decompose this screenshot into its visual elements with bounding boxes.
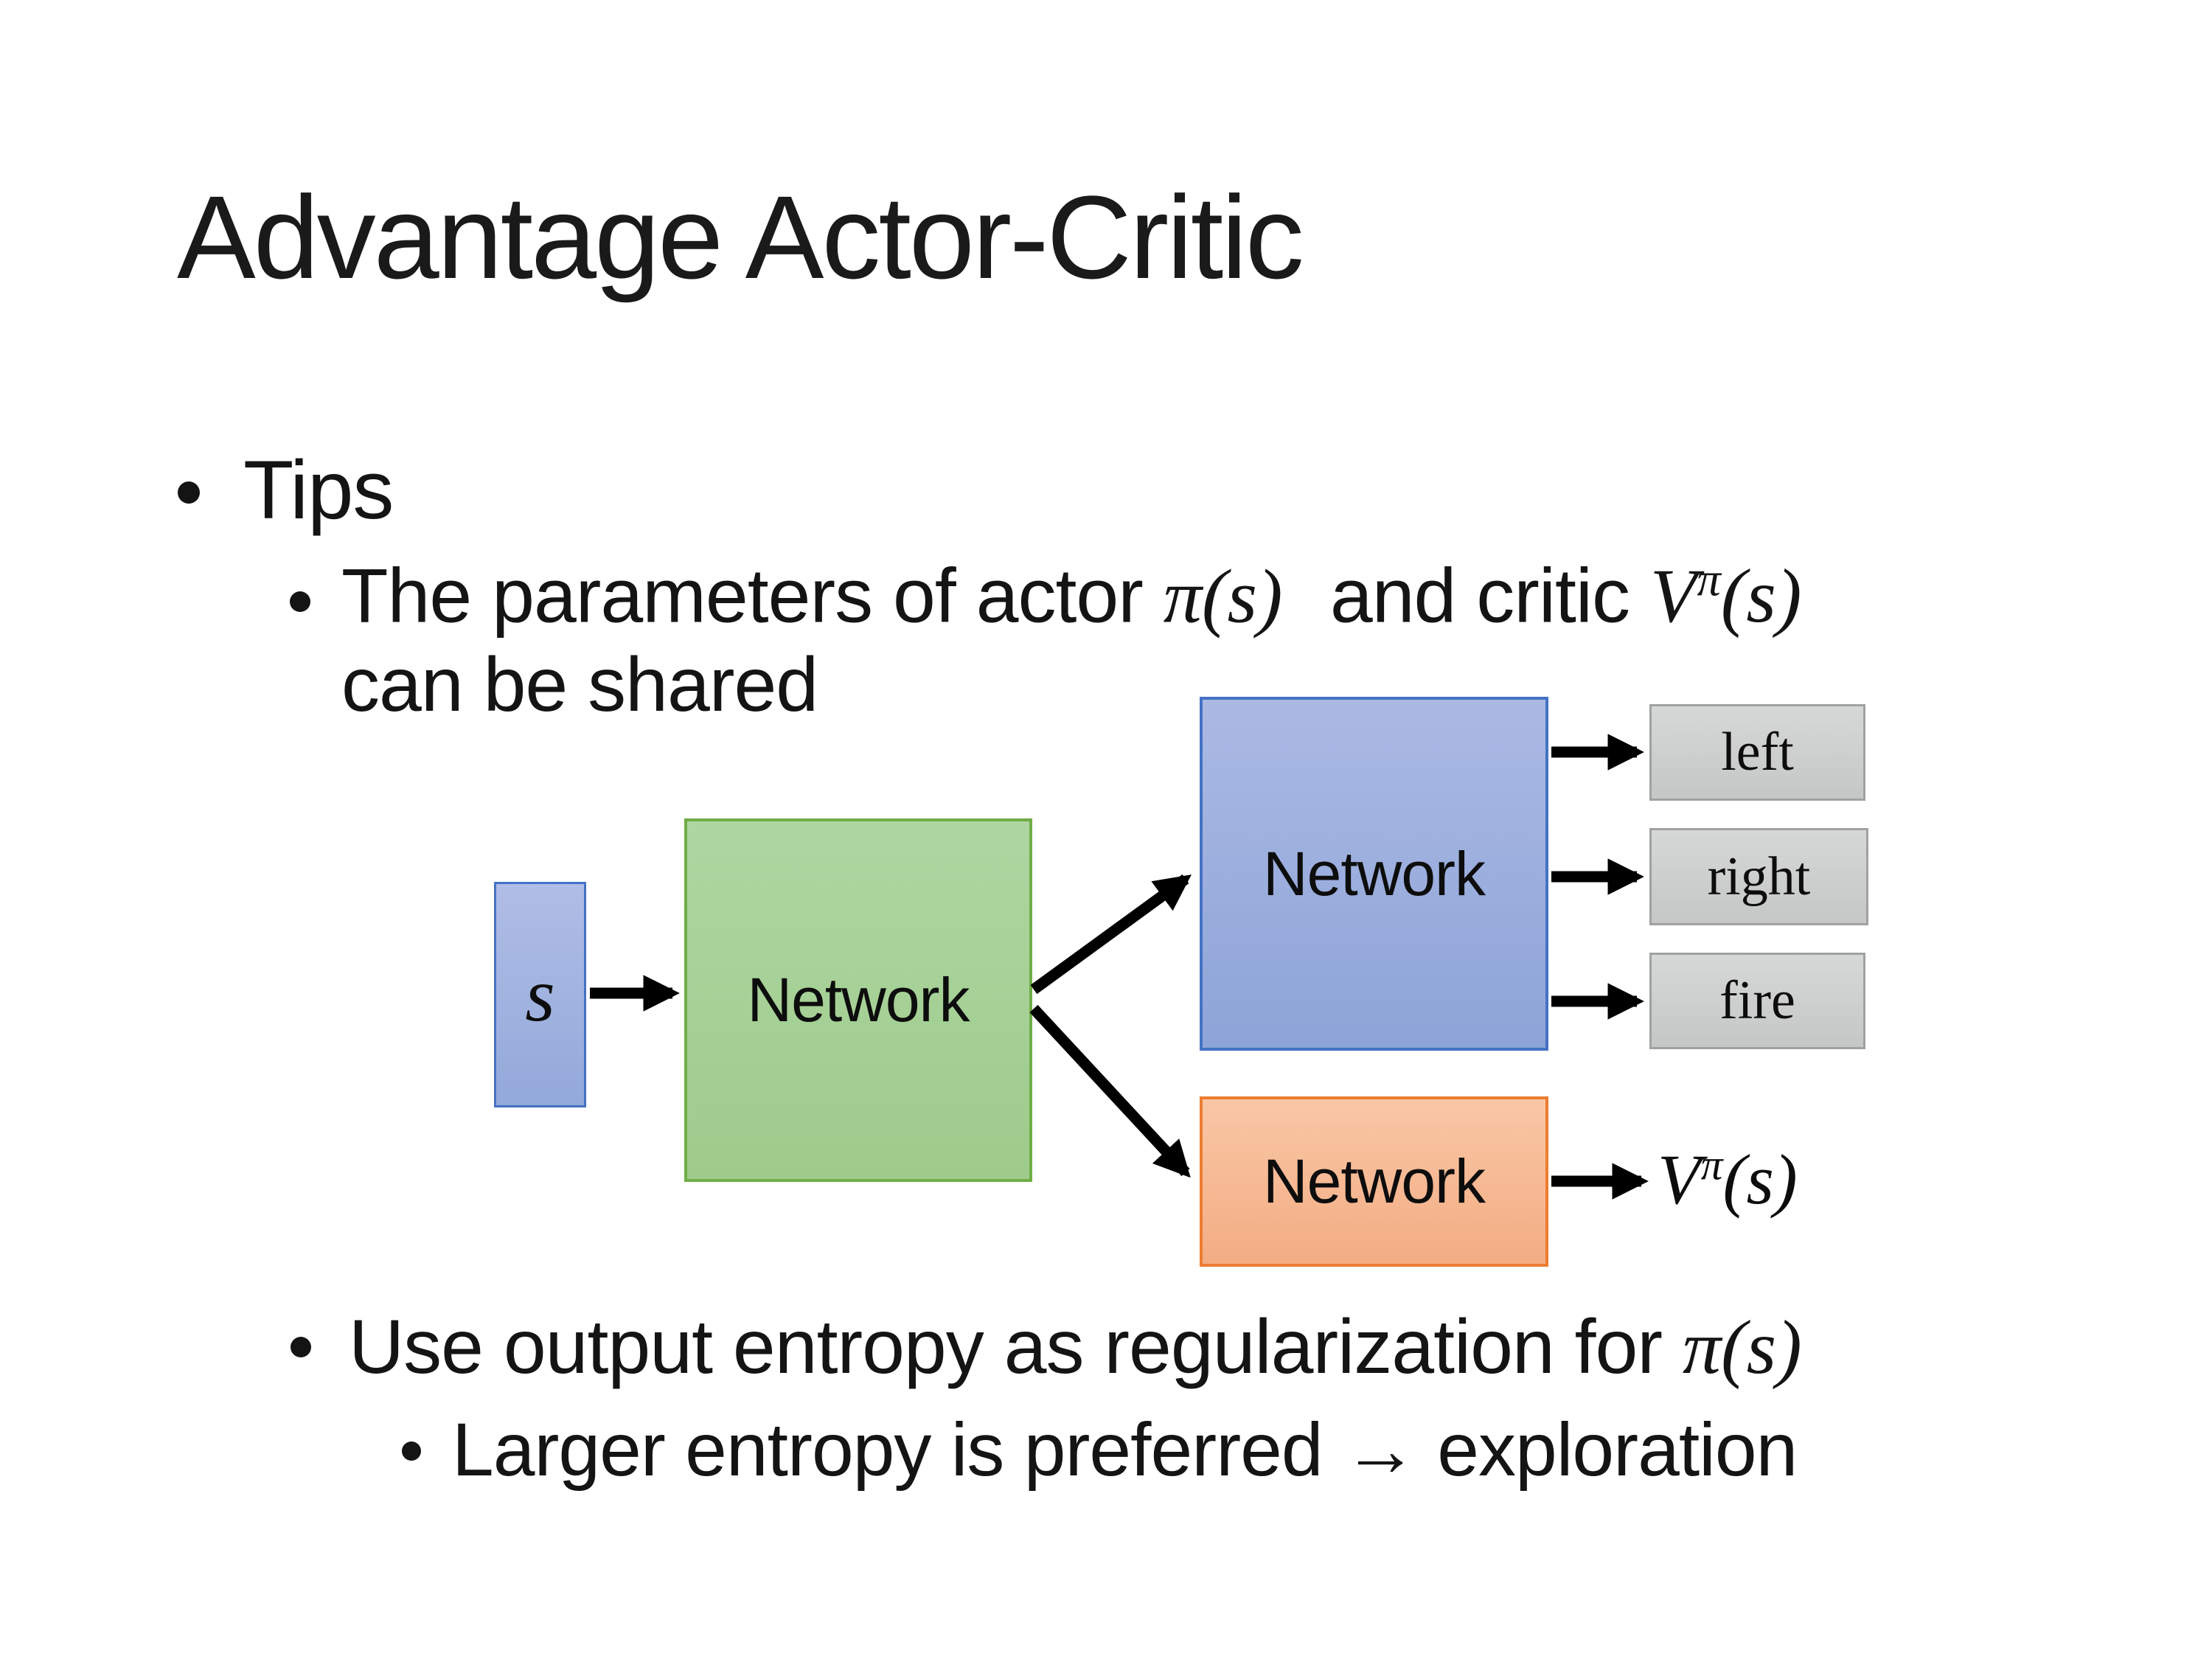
critic-network-box: Network (1200, 1096, 1548, 1267)
value-sup: π (1700, 1140, 1723, 1189)
bullet-dot (291, 1337, 311, 1357)
pi-s-math: π(s) (1163, 554, 1283, 639)
value-base: V (1658, 1140, 1701, 1219)
value-args: (s) (1722, 1140, 1798, 1219)
bullet-dot (178, 481, 200, 504)
bullet-shared-params-line2: can be shared (341, 642, 818, 728)
bullet-text: and critic (1309, 553, 1650, 639)
action-left-box: left (1649, 704, 1865, 801)
slide-title: Advantage Actor-Critic (177, 171, 1304, 303)
bullet-text: Use output entropy as regularization for (349, 1304, 1683, 1390)
shared-network-label: Network (747, 965, 970, 1034)
critic-network-label: Network (1262, 1147, 1486, 1216)
v-args: (s) (1720, 554, 1802, 639)
v-base: V (1649, 554, 1697, 639)
bullet-exploration: Larger entropy is preferred → exploratio… (452, 1408, 1798, 1492)
state-label: s (525, 952, 555, 1037)
critic-value-output: Vπ(s) (1658, 1134, 1798, 1226)
bullet-dot (290, 591, 310, 612)
bullet-entropy-reg: Use output entropy as regularization for… (349, 1309, 1802, 1386)
bullet-dot (402, 1441, 421, 1461)
bullet-shared-params-line1: The parameters of actor π(s) and critic … (341, 556, 1802, 635)
action-fire-box: fire (1649, 953, 1865, 1049)
v-sup: π (1697, 554, 1721, 606)
actor-network-box: Network (1200, 697, 1548, 1051)
shared-network-box: Network (684, 818, 1032, 1182)
pi-s-math: π(s) (1682, 1305, 1802, 1390)
actor-network-label: Network (1262, 838, 1486, 908)
bullet-text: The parameters of actor (341, 553, 1164, 639)
v-pi-s-math: Vπ(s) (1650, 554, 1802, 639)
bullet-tips: Tips (243, 444, 394, 536)
state-input-box: s (494, 882, 586, 1107)
action-right-box: right (1649, 828, 1868, 925)
